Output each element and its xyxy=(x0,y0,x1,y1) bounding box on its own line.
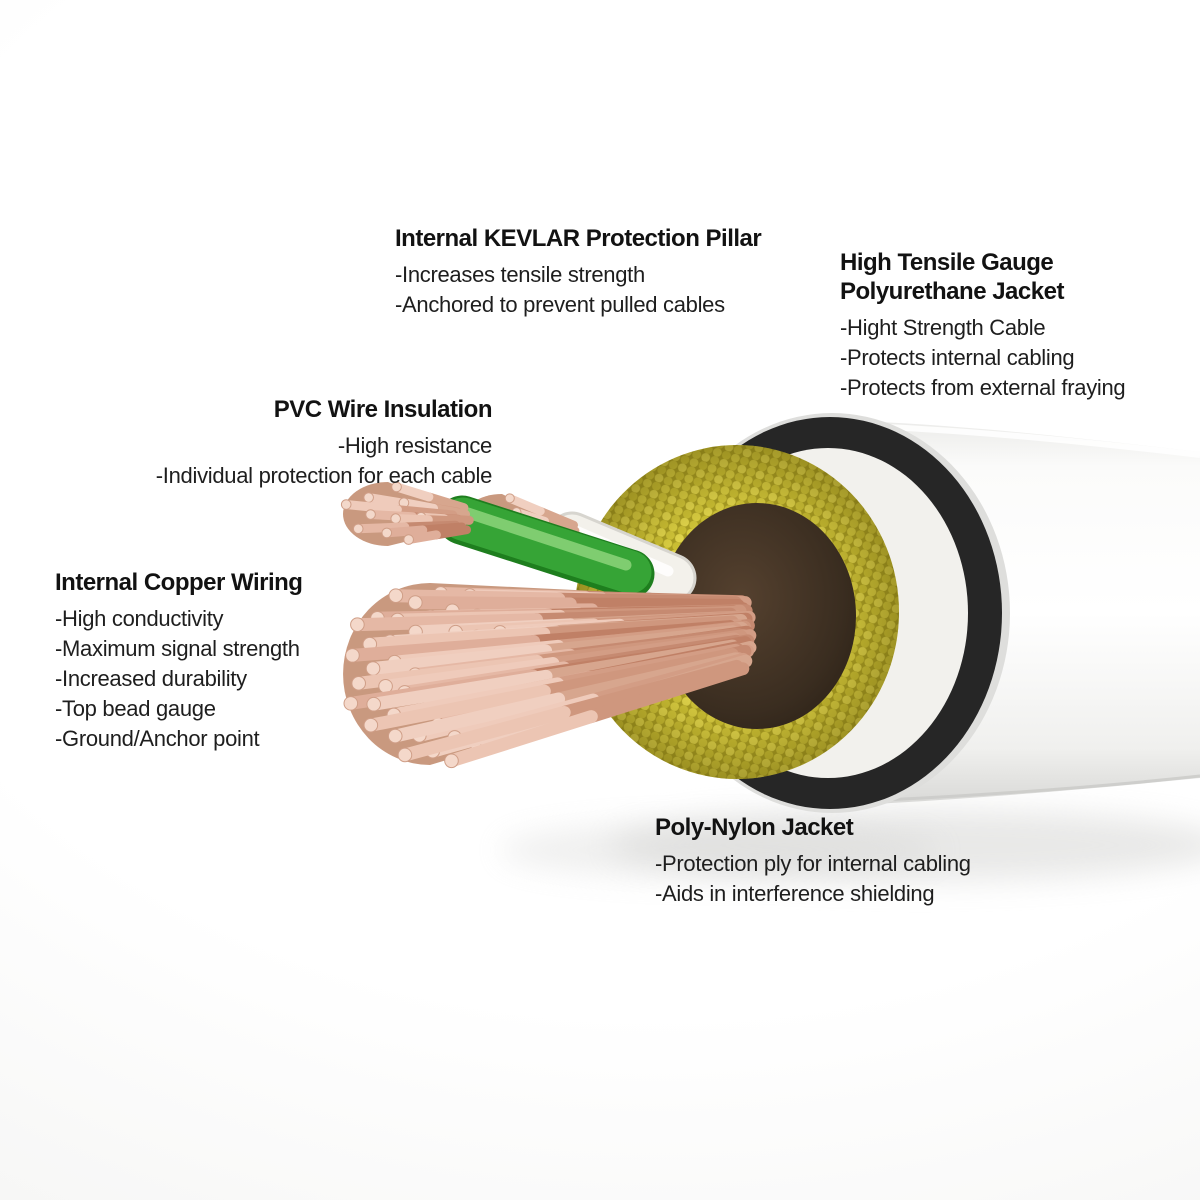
pvc-title: PVC Wire Insulation xyxy=(273,396,493,423)
copper-strand xyxy=(536,506,578,530)
copper-strand xyxy=(365,509,376,520)
copper-wire-bundle xyxy=(343,583,757,769)
jacket-title-line-1: High Tensile Gauge xyxy=(840,249,1054,276)
copper-strand xyxy=(353,522,410,534)
copper-strand xyxy=(388,692,566,743)
copper-line-4: -Top bead gauge xyxy=(55,696,216,721)
green-insulation-tube xyxy=(441,497,652,594)
jacket-line-2: -Protects internal cabling xyxy=(840,345,1075,370)
copper-strand xyxy=(366,644,553,675)
copper-strand xyxy=(366,696,382,712)
label-pvc-insulation: PVC Wire Insulation -High resistance -In… xyxy=(155,395,493,491)
copper-strand xyxy=(408,595,423,610)
green-insulation-highlight xyxy=(462,507,632,571)
copper-strand xyxy=(365,661,381,676)
copper-strand xyxy=(388,588,404,604)
jacket-title-line-2: Polyurethane Jacket xyxy=(840,278,1064,305)
copper-line-5: -Ground/Anchor point xyxy=(55,726,260,751)
jacket-line-1: -Hight Strength Cable xyxy=(840,315,1046,340)
copper-strand xyxy=(350,617,365,632)
copper-strand xyxy=(340,499,352,510)
jacket-line-3: -Protects from external fraying xyxy=(840,375,1126,400)
kevlar-line-2: -Anchored to prevent pulled cables xyxy=(395,292,725,317)
copper-strand xyxy=(392,482,434,502)
copper-strand xyxy=(505,494,545,516)
copper-strand xyxy=(381,527,393,539)
copper-strand xyxy=(391,481,402,493)
copper-strand xyxy=(444,753,459,769)
copper-strand xyxy=(364,684,551,732)
label-poly-nylon-jacket: Poly-Nylon Jacket -Protection ply for in… xyxy=(655,813,971,909)
copper-strand xyxy=(390,513,401,524)
copper-strand xyxy=(584,662,750,724)
copper-strand xyxy=(423,515,469,526)
green-bundle-copper-strands xyxy=(340,481,474,545)
copper-strand xyxy=(350,613,544,632)
nylon-line-1: -Protection ply for internal cabling xyxy=(655,851,971,876)
copper-strand xyxy=(363,627,551,651)
green-insulated-bundle xyxy=(340,481,655,599)
copper-strand xyxy=(367,669,553,711)
copper-strand xyxy=(382,525,428,538)
kevlar-title: Internal KEVLAR Protection Pillar xyxy=(395,225,762,252)
copper-strand xyxy=(504,493,515,504)
label-kevlar-pillar: Internal KEVLAR Protection Pillar -Incre… xyxy=(395,224,762,320)
copper-strand xyxy=(351,676,366,691)
copper-strand xyxy=(345,648,360,663)
copper-strand xyxy=(424,492,469,513)
nylon-title: Poly-Nylon Jacket xyxy=(655,814,854,841)
copper-strand xyxy=(363,717,379,733)
nylon-line-2: -Aids in interference shielding xyxy=(655,881,935,906)
kevlar-line-1: -Increases tensile strength xyxy=(395,262,645,287)
pvc-line-1: -High resistance xyxy=(337,433,492,458)
copper-strand xyxy=(398,705,571,762)
copper-strand xyxy=(387,728,403,744)
label-polyurethane-jacket: High Tensile Gauge Polyurethane Jacket -… xyxy=(840,248,1126,403)
copper-line-2: -Maximum signal strength xyxy=(55,636,300,661)
copper-strands xyxy=(343,586,757,769)
copper-strand xyxy=(343,696,359,711)
copper-line-1: -High conductivity xyxy=(55,606,224,631)
copper-strand xyxy=(397,747,413,763)
label-copper-wiring: Internal Copper Wiring -High conductivit… xyxy=(55,568,303,754)
copper-strand xyxy=(444,710,598,768)
copper-line-3: -Increased durability xyxy=(55,666,247,691)
face-shadow xyxy=(500,822,940,878)
copper-strand xyxy=(352,523,364,535)
copper-strand xyxy=(391,514,433,525)
pvc-line-2: -Individual protection for each cable xyxy=(155,463,493,488)
copper-strand xyxy=(403,534,414,545)
copper-strand xyxy=(345,635,541,662)
copper-strand xyxy=(431,525,472,540)
copper-strand xyxy=(363,492,374,503)
copper-title: Internal Copper Wiring xyxy=(55,569,303,596)
copper-strand xyxy=(341,500,402,515)
